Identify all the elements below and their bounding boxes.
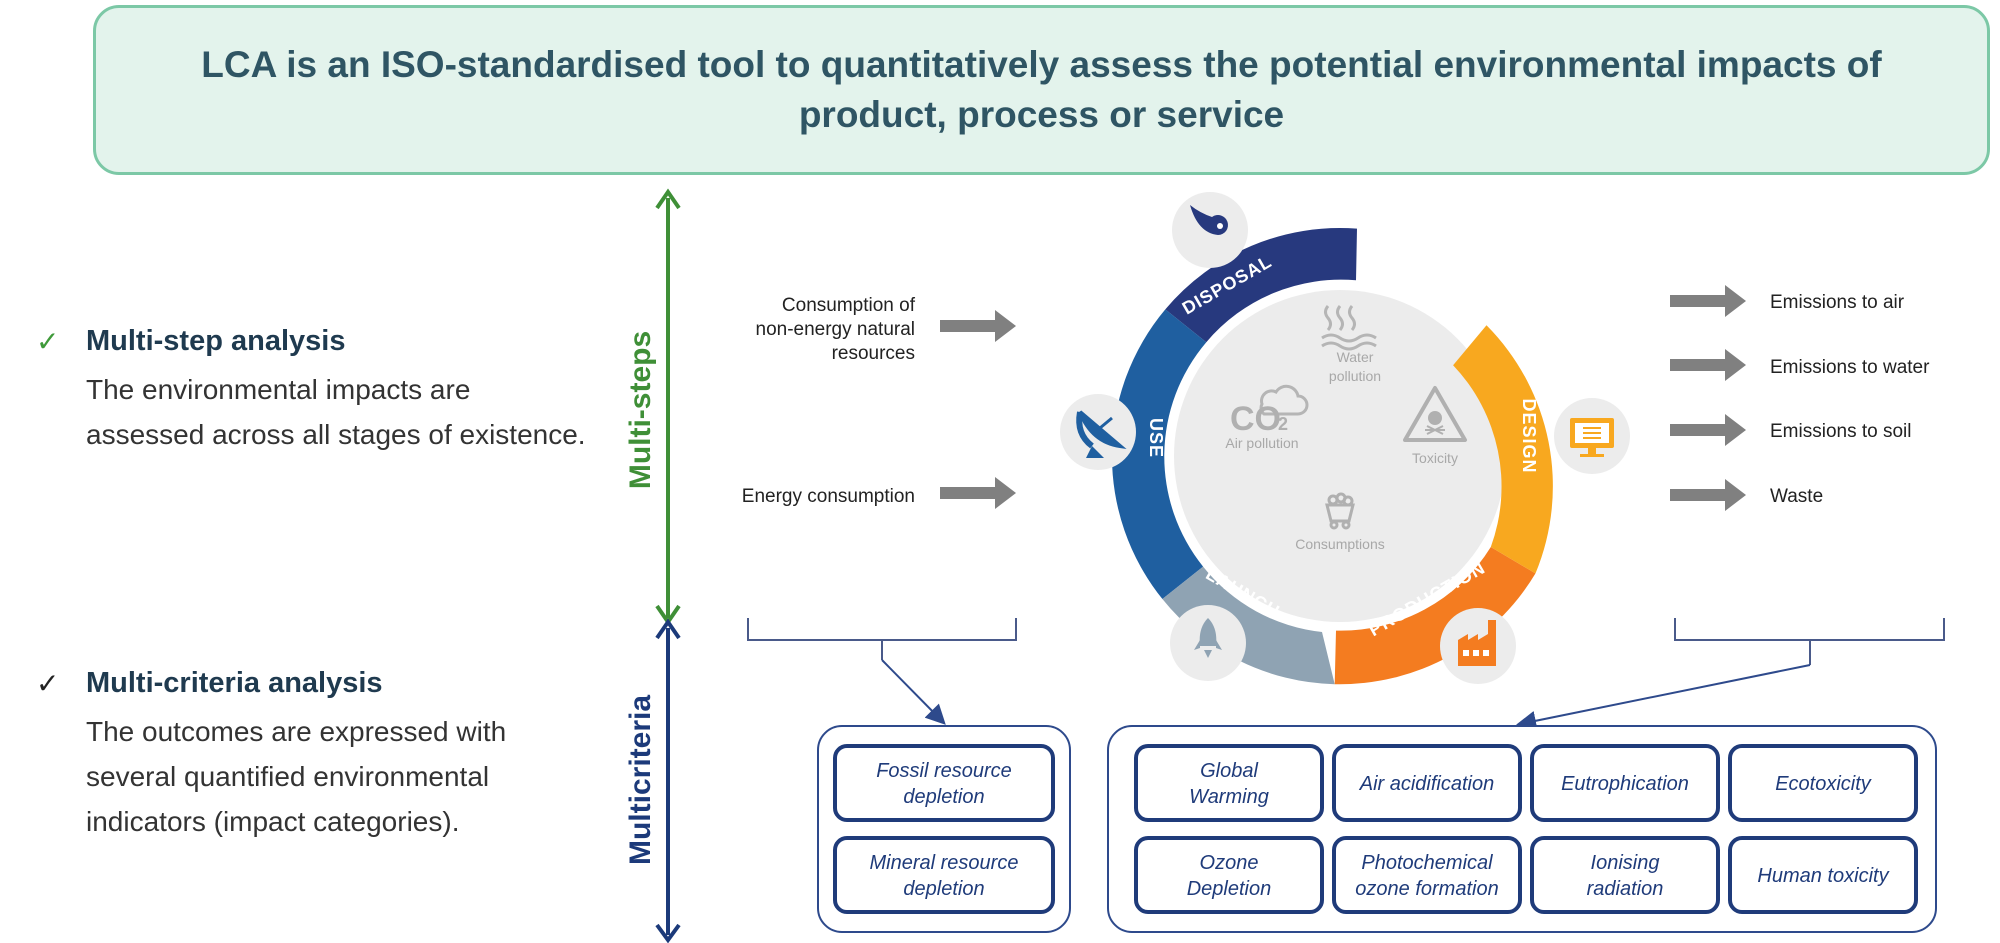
impact-category-label: Human toxicity [1757, 865, 1889, 887]
check-icon: ✓ [36, 668, 60, 699]
impact-category-label: Warming [1189, 786, 1269, 808]
air-pollution-label: Air pollution [1225, 435, 1298, 451]
impact-category-label: Ecotoxicity [1775, 773, 1872, 795]
impact-category-label: Photochemical [1361, 852, 1493, 874]
arrow-icon [940, 310, 1016, 342]
impact-category-label: Ionising [1591, 852, 1660, 874]
arrow-icon [1670, 285, 1746, 317]
comet-icon [1172, 192, 1248, 268]
multi-steps-axis: Multi-steps [624, 188, 681, 626]
arrow-icon [1670, 414, 1746, 446]
co2-subscript: 2 [1278, 414, 1288, 434]
output-soil: Emissions to soil [1770, 421, 1912, 442]
impact-category-box: Fossil resource depletion [833, 744, 1055, 822]
impact-category-box: Photochemical ozone formation [1332, 836, 1522, 914]
multi-step-text: The environmental impacts are assessed a… [86, 374, 586, 450]
impact-category-label: Eutrophication [1561, 773, 1689, 795]
impact-category-label: Fossil resource [876, 760, 1012, 782]
rocket-icon [1170, 605, 1246, 681]
stage-arc-use [1111, 309, 1207, 599]
check-icon: ✓ [36, 326, 60, 357]
cloud-icon [1259, 384, 1309, 416]
output-water: Emissions to water [1770, 357, 1930, 378]
factory-icon [1440, 608, 1516, 684]
output-waste: Waste [1770, 486, 1823, 507]
co2-label: CO [1230, 400, 1281, 438]
stage-arc-launch [1162, 566, 1335, 685]
impact-category-label: Mineral resource [870, 852, 1019, 874]
stage-label-use: USE [1146, 418, 1166, 458]
arrow-icon [1670, 349, 1746, 381]
stage-label-design: DESIGN [1519, 398, 1539, 473]
impact-category-box: Ecotoxicity [1728, 744, 1918, 822]
impact-category-label: depletion [903, 786, 984, 808]
impact-category-label: Ozone [1200, 852, 1259, 874]
consumptions-label: Consumptions [1295, 536, 1385, 552]
arrow-icon [1670, 479, 1746, 511]
stage-arc-disposal [1165, 227, 1357, 343]
impact-category-box: Air acidification [1332, 744, 1522, 822]
toxicity-label: Toxicity [1412, 450, 1458, 466]
inputs-brace [747, 618, 1017, 660]
multi-criteria-title: Multi-criteria analysis [86, 667, 383, 699]
water-label-2: pollution [1329, 368, 1381, 384]
output-arrows [1670, 285, 1746, 511]
input-resources-line-2: non-energy natural [756, 319, 916, 340]
input-arrows [940, 310, 1016, 509]
water-pollution-icon [1321, 305, 1377, 351]
impact-category-label: radiation [1587, 878, 1664, 900]
impact-category-box: Eutrophication [1530, 744, 1720, 822]
mining-cart-icon [1325, 492, 1355, 530]
multicriteria-axis: Multicriteria [624, 618, 681, 943]
stage-arc-design [1453, 325, 1553, 574]
headline-banner: LCA is an ISO-standardised tool to quant… [93, 5, 1990, 175]
wheel-center [1174, 290, 1506, 622]
input-resources-line-1: Consumption of [782, 295, 916, 316]
impact-category-box: Human toxicity [1728, 836, 1918, 914]
multi-criteria-text: The outcomes are expressed with several … [86, 716, 507, 837]
impact-category-label: Global [1200, 760, 1258, 782]
headline-line-2: product, process or service [798, 94, 1285, 135]
multi-steps-label: Multi-steps [624, 331, 657, 489]
impact-category-label: ozone formation [1355, 878, 1498, 900]
impact-category-label: depletion [903, 878, 984, 900]
input-energy: Energy consumption [742, 486, 915, 507]
multi-step-title: Multi-step analysis [86, 325, 346, 357]
life-cycle-wheel [1111, 227, 1553, 685]
satellite-dish-icon [1060, 394, 1136, 470]
outputs-brace [1674, 618, 1945, 665]
toxicity-icon [1403, 386, 1467, 442]
monitor-icon [1554, 398, 1630, 474]
output-air: Emissions to air [1770, 292, 1905, 313]
impact-category-box: Mineral resource depletion [833, 836, 1055, 914]
impact-category-box: Ionising radiation [1530, 836, 1720, 914]
inputs-connector [881, 659, 946, 725]
water-label-1: Water [1337, 349, 1374, 365]
headline-line-1: LCA is an ISO-standardised tool to quant… [201, 44, 1882, 85]
input-resources-line-3: resources [832, 343, 915, 364]
multicriteria-label: Multicriteria [624, 695, 657, 865]
impact-category-label: Depletion [1187, 878, 1272, 900]
stage-arc-production [1334, 547, 1536, 685]
outputs-connector [1516, 664, 1811, 731]
arrow-icon [940, 477, 1016, 509]
impact-category-label: Air acidification [1359, 773, 1495, 795]
